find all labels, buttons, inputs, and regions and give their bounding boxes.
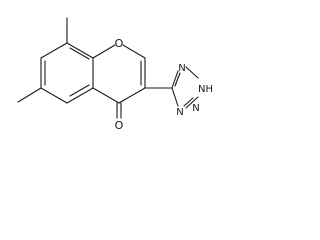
chemical-structure-diagram: O O N NH N N (17, 17, 213, 132)
tetrazole-nh-label: NH (198, 84, 213, 95)
tetrazole-n2-label: N (176, 107, 183, 118)
carbonyl-bond (116, 102, 122, 119)
tetrazole-n4-label: N (192, 103, 199, 114)
tetrazole-ring (171, 66, 199, 109)
methyl-6 (17, 87, 42, 103)
benzene-ring (40, 42, 94, 104)
pyranone-ring (92, 44, 146, 104)
chromone-oxygen-label: O (115, 37, 124, 50)
carbonyl-oxygen-label: O (115, 119, 124, 132)
tetrazole-n1-label: N (178, 63, 185, 74)
